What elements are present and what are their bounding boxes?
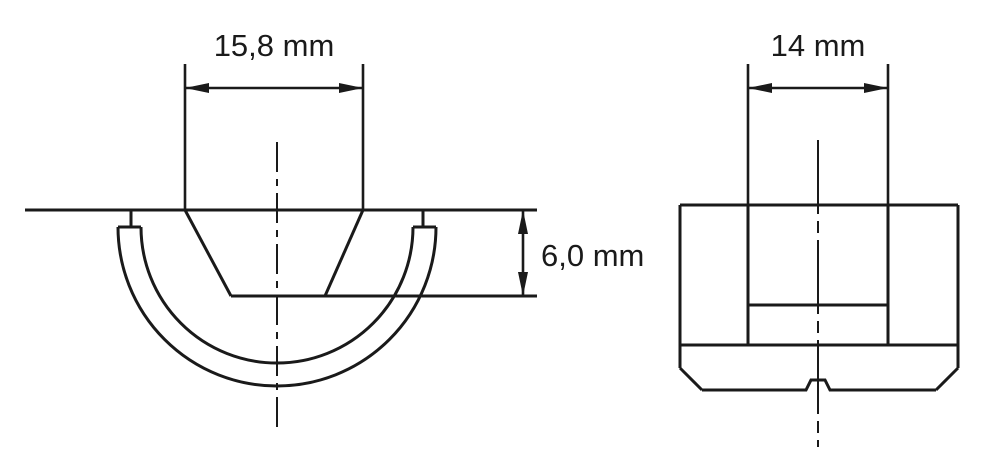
- outer-arc: [116, 226, 438, 388]
- chamfer-left: [678, 366, 704, 392]
- step-right: [413, 210, 436, 229]
- arrowhead-down-icon: [518, 272, 528, 296]
- left-view-section: 15,8 mm 6,0 mm: [25, 28, 644, 430]
- dimension-depth-left-view: 6,0 mm: [518, 210, 644, 296]
- dimension-label-width-left: 15,8 mm: [214, 28, 335, 63]
- pocket-right-wall: [323, 209, 365, 297]
- dimension-width-right-view: 14 mm: [746, 28, 890, 205]
- pocket-left-wall: [183, 209, 233, 297]
- arrowhead-left-icon: [185, 83, 209, 93]
- right-view-profile: 14 mm: [678, 28, 960, 447]
- arrowhead-right-icon: [864, 83, 888, 93]
- dimension-width-left-view: 15,8 mm: [183, 28, 365, 210]
- arrowhead-left-icon: [748, 83, 772, 93]
- arrowhead-up-icon: [518, 210, 528, 234]
- dimension-label-depth: 6,0 mm: [541, 238, 644, 273]
- block-bottom-edge-with-notch: [702, 378, 936, 392]
- arrowhead-right-icon: [339, 83, 363, 93]
- dimension-label-width-right: 14 mm: [771, 28, 866, 63]
- step-left: [118, 210, 141, 229]
- inner-arc: [139, 226, 415, 365]
- chamfer-right: [934, 366, 960, 392]
